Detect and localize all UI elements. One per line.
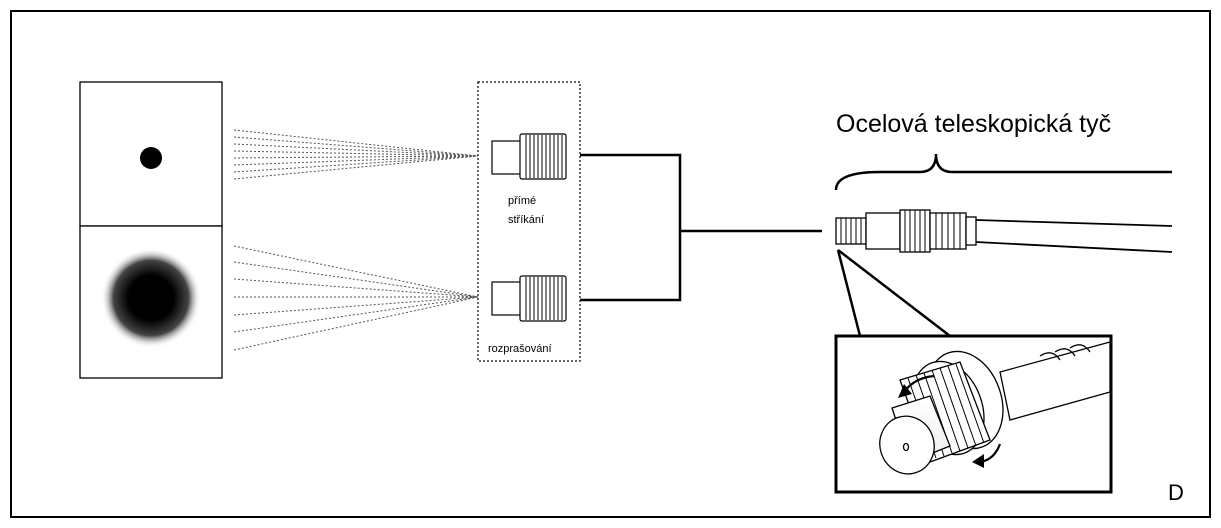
spray-pattern-panels: [79, 81, 223, 379]
spray-label: rozprašování: [488, 343, 552, 355]
direct-label-line1: přímé: [508, 195, 536, 207]
spray-nozzle-icon: [491, 275, 567, 322]
callout-leader: [836, 249, 951, 337]
direct-spot: [140, 147, 162, 169]
direct-jet-rays: [233, 129, 479, 180]
rod-title: Ocelová teleskopická tyč: [836, 110, 1111, 138]
diffuse-spot: [101, 248, 201, 348]
direct-label-line2: stříkání: [508, 214, 544, 226]
nozzle-orifice: [902, 442, 910, 452]
telescopic-rod: [835, 209, 1173, 253]
zoom-inset: [834, 334, 1113, 494]
nozzle-settings-box: [477, 81, 581, 362]
spray-jet-rays: [233, 245, 479, 351]
rod-brace: [834, 153, 1172, 191]
direct-nozzle-icon: [491, 133, 567, 180]
figure-letter: D: [1168, 480, 1184, 505]
bracket-connector: [580, 153, 822, 302]
